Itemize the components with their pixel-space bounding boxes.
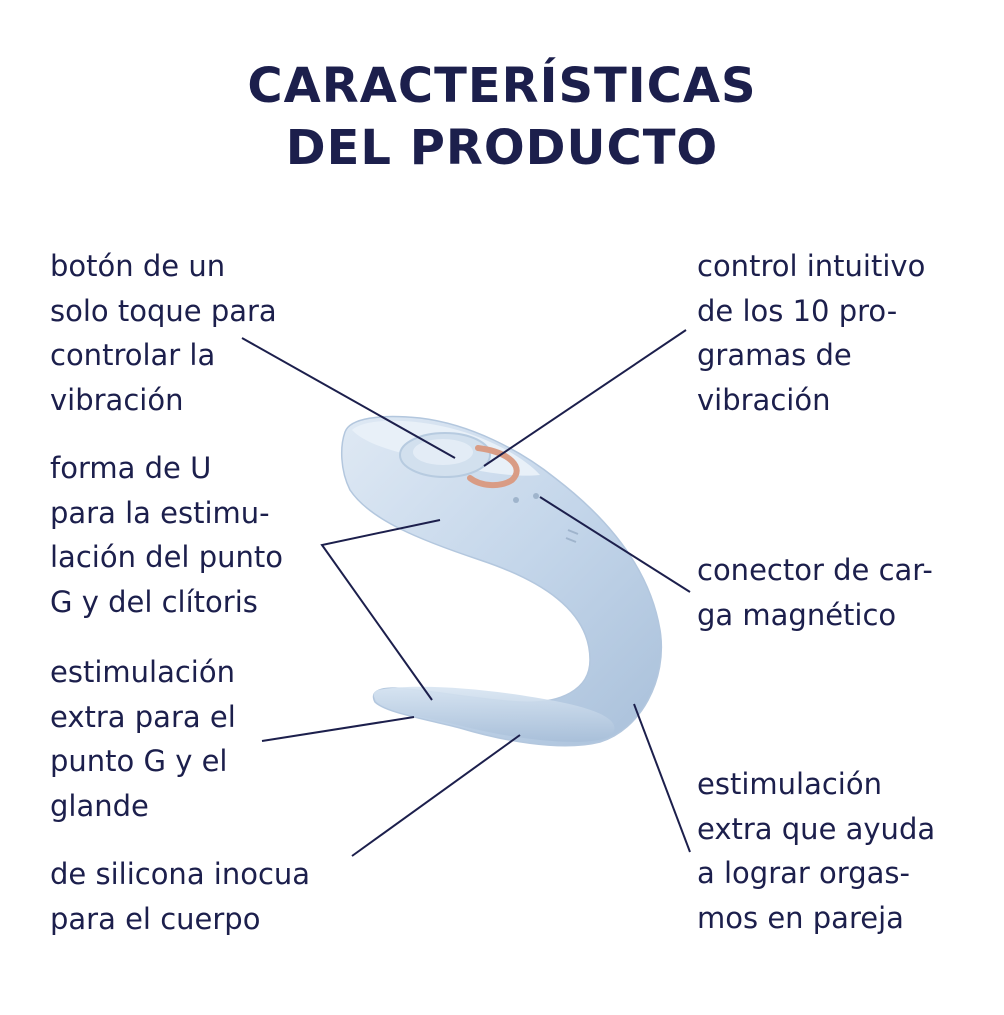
feature-control: control intuitivo de los 10 pro- gramas …: [697, 244, 925, 422]
feature-boton: botón de un solo toque para controlar la…: [50, 244, 277, 422]
feature-estim-pareja-line: a lograr orgas-: [697, 856, 910, 890]
title-line-2: DEL PRODUCTO: [285, 120, 719, 176]
feature-conector: conector de car- ga magnético: [697, 548, 933, 637]
feature-forma-u-line: forma de U: [50, 451, 212, 485]
feature-forma-u-line: G y del clítoris: [50, 584, 258, 619]
feature-boton-line: controlar la: [50, 338, 216, 372]
leader-line-boton: [241, 337, 456, 459]
leader-line-conector: [539, 496, 691, 593]
feature-estim-g-line: punto G y el: [50, 744, 228, 778]
leader-line-estim-g: [261, 716, 415, 742]
feature-control-line: control intuitivo: [697, 249, 926, 283]
feature-control-line: vibración: [697, 382, 831, 417]
page-title: CARACTERÍSTICAS DEL PRODUCTO: [0, 55, 1004, 179]
leader-lines: [241, 329, 691, 857]
feature-conector-line: ga magnético: [697, 597, 897, 632]
feature-silicona-line: para el cuerpo: [50, 901, 261, 936]
feature-estim-pareja-line: extra que ayuda: [697, 811, 936, 846]
feature-control-line: gramas de: [697, 338, 852, 372]
feature-conector-line: conector de car-: [697, 553, 933, 587]
feature-estim-g: estimulación extra para el punto G y el …: [50, 650, 236, 828]
feature-control-line: de los 10 pro-: [697, 293, 898, 328]
feature-estim-pareja-line: estimulación: [697, 767, 882, 801]
feature-forma-u-line: lación del punto: [50, 540, 283, 574]
leader-line-silicona: [351, 734, 521, 857]
product-body: [340, 415, 662, 747]
leader-line-estim-pareja: [633, 703, 691, 853]
leader-line-control: [483, 329, 687, 467]
feature-boton-line: botón de un: [50, 249, 226, 283]
feature-estim-g-line: estimulación: [50, 655, 235, 689]
feature-estim-g-line: extra para el: [50, 699, 236, 734]
feature-silicona-line: de silicona inocua: [50, 857, 311, 891]
feature-forma-u: forma de U para la estimu- lación del pu…: [50, 446, 283, 624]
leader-line-forma-u: [320, 519, 441, 701]
feature-estim-pareja-line: mos en pareja: [697, 900, 904, 935]
title-line-1: CARACTERÍSTICAS: [247, 58, 757, 114]
feature-silicona: de silicona inocua para el cuerpo: [50, 852, 310, 941]
feature-boton-line: solo toque para: [50, 293, 277, 328]
feature-boton-line: vibración: [50, 382, 184, 417]
feature-estim-pareja: estimulación extra que ayuda a lograr or…: [697, 762, 935, 940]
feature-forma-u-line: para la estimu-: [50, 495, 270, 530]
feature-estim-g-line: glande: [50, 788, 149, 823]
